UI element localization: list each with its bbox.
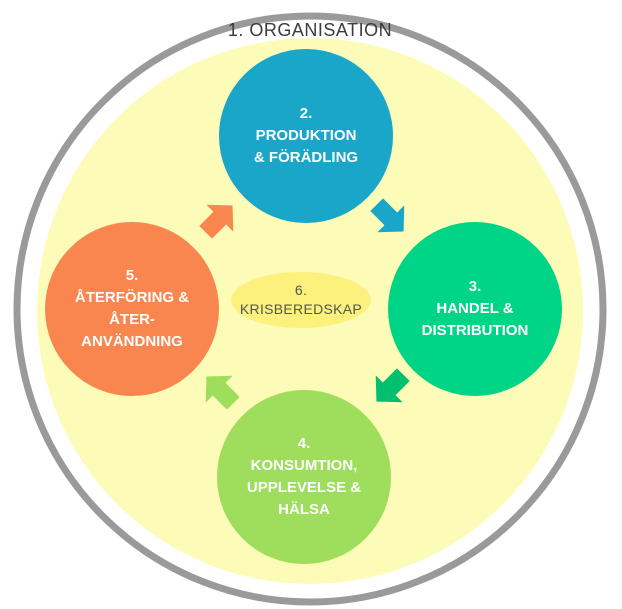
node-produktion-line-2: PRODUKTION bbox=[255, 127, 357, 144]
node-handel-line-2: HANDEL & bbox=[436, 300, 514, 317]
arrow-4-to-5-icon bbox=[205, 375, 240, 410]
node-krisberedskap: 6. KRISBEREDSKAP bbox=[231, 272, 371, 328]
node-krisberedskap-line-2: KRISBEREDSKAP bbox=[239, 301, 363, 317]
node-aterforing-line-3: ÅTER- bbox=[109, 311, 155, 328]
node-handel: 3. HANDEL & DISTRIBUTION bbox=[388, 222, 562, 396]
arrow-2-to-3-icon bbox=[370, 198, 405, 233]
node-aterforing-line-2: ÅTERFÖRING & bbox=[74, 289, 190, 306]
node-handel-line-1: 3. bbox=[468, 278, 482, 295]
node-krisberedskap-line-1: 6. bbox=[294, 282, 308, 298]
node-aterforing-line-1: 5. bbox=[125, 267, 139, 284]
node-aterforing: 5. ÅTERFÖRING & ÅTER- ANVÄNDNING bbox=[45, 222, 219, 396]
arrow-3-to-4-icon bbox=[375, 368, 410, 403]
node-konsumtion-line-4: HÄLSA bbox=[278, 501, 330, 518]
node-produktion-line-1: 2. bbox=[299, 105, 313, 122]
node-konsumtion-line-1: 4. bbox=[297, 435, 311, 452]
node-konsumtion-line-3: UPPLEVELSE & bbox=[246, 479, 362, 496]
node-aterforing-line-4: ANVÄNDNING bbox=[81, 333, 183, 350]
node-konsumtion-line-2: KONSUMTION, bbox=[250, 457, 358, 474]
arrow-5-to-2-icon bbox=[199, 204, 234, 239]
node-handel-line-3: DISTRIBUTION bbox=[421, 322, 529, 339]
node-produktion: 2. PRODUKTION & FÖRÄDLING bbox=[219, 49, 393, 223]
organisation-label: 1. ORGANISATION bbox=[227, 20, 393, 40]
node-konsumtion: 4. KONSUMTION, UPPLEVELSE & HÄLSA bbox=[217, 390, 391, 564]
node-produktion-line-3: & FÖRÄDLING bbox=[253, 149, 359, 166]
